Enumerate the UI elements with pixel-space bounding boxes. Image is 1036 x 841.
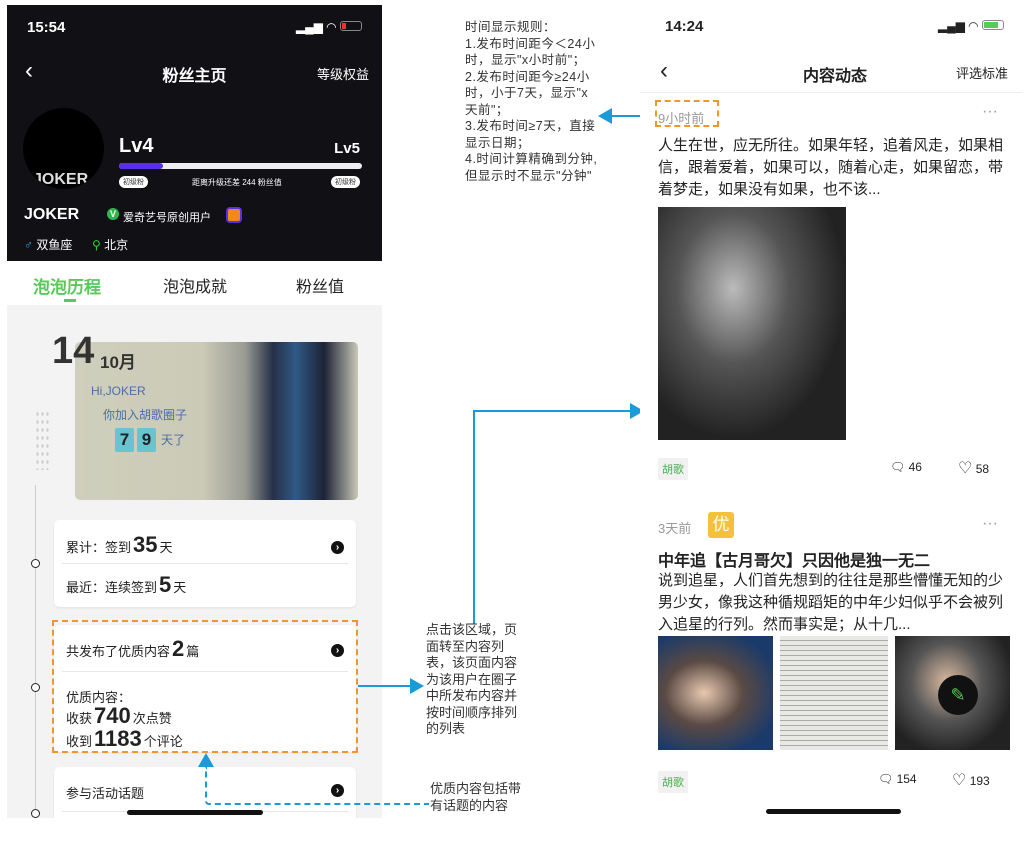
- page-title: 粉丝主页: [162, 68, 227, 85]
- arrow-right-icon: [410, 678, 424, 694]
- post-image[interactable]: [780, 636, 888, 750]
- avatar[interactable]: JOKER: [23, 108, 104, 189]
- annotation-time-rule: 时间显示规则： 1.发布时间距今＜24小时，显示"x小时前"； 2.发布时间距今…: [465, 20, 598, 183]
- days-digit: 9: [137, 428, 156, 452]
- comment-button[interactable]: 🗨︎ 46: [890, 460, 922, 474]
- status-time: 15:54: [27, 19, 66, 36]
- male-icon: ♂: [24, 238, 33, 252]
- topic-tag[interactable]: 胡歌: [658, 771, 688, 793]
- badge-left: 初级粉: [119, 176, 148, 188]
- timeline-node: [31, 683, 40, 692]
- days-digit: 7: [115, 428, 134, 452]
- heart-icon: ♡: [958, 460, 973, 477]
- chevron-right-icon[interactable]: ›: [331, 644, 344, 657]
- arrow-left-icon: [598, 108, 612, 124]
- verified-icon: V: [107, 208, 119, 220]
- highlight-box: [655, 100, 719, 127]
- edit-icon[interactable]: ✎: [938, 675, 978, 715]
- more-icon[interactable]: ···: [982, 103, 998, 120]
- welcome-line: 你加入胡歌圈子: [103, 408, 188, 422]
- status-icons: ▂▄▆ ◠: [938, 19, 1004, 33]
- post-image[interactable]: [658, 207, 846, 440]
- annotation-quality-def: 优质内容包括带有话题的内容: [430, 781, 522, 813]
- connector-line: [358, 685, 416, 687]
- date-month: 10月: [100, 353, 136, 372]
- badge-right: 初级粉: [331, 176, 360, 188]
- connector-dashed: [205, 767, 429, 805]
- post-image[interactable]: [658, 636, 773, 750]
- criteria-link[interactable]: 评选标准: [955, 66, 1008, 81]
- home-indicator: [127, 810, 263, 815]
- like-button[interactable]: ♡ 193: [952, 772, 990, 789]
- comment-icon: 🗨︎: [890, 460, 906, 474]
- timeline-node: [31, 559, 40, 568]
- timeline-line: [35, 485, 36, 818]
- next-level: Lv5: [334, 140, 360, 157]
- divider: [62, 563, 348, 564]
- post-text[interactable]: 说到追星，人们首先想到的往往是那些懵懂无知的少男少女，像我这种循规蹈矩的中年少妇…: [658, 572, 1004, 633]
- back-icon[interactable]: ‹: [660, 57, 668, 84]
- post-time: 3天前: [658, 521, 692, 536]
- arrow-up-icon: [198, 753, 214, 767]
- tab-history[interactable]: 泡泡历程: [33, 278, 101, 297]
- post-title[interactable]: 中年追【古月哥欠】只因他是独一无二: [658, 553, 931, 570]
- timeline-node: [31, 809, 40, 818]
- annotation-click-area: 点击该区域，页面转至内容列表，该页面内容为该用户在圈子中所发布内容并按时间顺序排…: [426, 622, 518, 736]
- connector-line: [473, 411, 475, 624]
- connector-line: [610, 115, 655, 117]
- current-level: Lv4: [119, 135, 154, 157]
- post-time: 9小时前: [658, 111, 705, 126]
- city: ⚲ 北京: [92, 238, 129, 252]
- post-text[interactable]: 人生在世，应无所往。如果年轻，追着风走，如果相信，跟着爱着，如果可以，随着心走，…: [658, 137, 1004, 198]
- more-icon[interactable]: ···: [982, 515, 998, 532]
- heart-icon: ♡: [952, 772, 967, 789]
- topics-label: 参与活动话题: [66, 786, 145, 801]
- topic-tag[interactable]: 胡歌: [658, 458, 688, 480]
- level-progress-bar: [119, 163, 362, 169]
- level-benefits-link[interactable]: 等级权益: [316, 67, 369, 82]
- welcome-hi: Hi,JOKER: [91, 384, 146, 398]
- user-name: JOKER: [24, 206, 80, 223]
- verified-label: 爱奇艺号原创用户: [123, 212, 211, 224]
- divider: [62, 671, 348, 672]
- date-day: 14: [52, 330, 95, 372]
- quality-label: 优质内容：: [66, 690, 132, 705]
- status-time: 14:24: [665, 18, 704, 35]
- dots-decoration: [35, 410, 49, 470]
- content-feed-screen: 14:24 ▂▄▆ ◠ ‹ 内容动态 评选标准 9小时前 ··· 人生在世，应无…: [640, 5, 1022, 818]
- tab-fan-value[interactable]: 粉丝值: [296, 279, 345, 296]
- profile-header: 15:54 ▂▄▆ ◠ ‹ 粉丝主页 等级权益 JOKER Lv4 Lv5 初级…: [7, 5, 382, 261]
- quality-badge: 优: [708, 512, 734, 538]
- home-indicator: [766, 809, 901, 814]
- divider: [640, 92, 1022, 93]
- tab-achievements[interactable]: 泡泡成就: [163, 279, 228, 296]
- page-title: 内容动态: [802, 68, 867, 85]
- chevron-right-icon[interactable]: ›: [331, 784, 344, 797]
- location-icon: ⚲: [92, 238, 101, 252]
- days-suffix: 天了: [161, 433, 186, 447]
- connector-line: [473, 410, 633, 412]
- fan-homepage-screen: 15:54 ▂▄▆ ◠ ‹ 粉丝主页 等级权益 JOKER Lv4 Lv5 初级…: [7, 5, 382, 818]
- like-button[interactable]: ♡ 58: [958, 460, 990, 477]
- comment-icon: 🗨︎: [878, 772, 894, 786]
- back-icon[interactable]: ‹: [25, 57, 33, 84]
- zodiac: ♂ 双鱼座: [24, 238, 73, 252]
- tab-bar: 泡泡历程 泡泡成就 粉丝值: [7, 261, 382, 305]
- status-icons: ▂▄▆ ◠: [296, 20, 362, 34]
- comment-button[interactable]: 🗨︎ 154: [878, 772, 917, 786]
- chevron-right-icon[interactable]: ›: [331, 541, 344, 554]
- progress-text: 距离升级还差 244 粉丝值: [192, 178, 282, 187]
- highlight-box: [52, 620, 358, 753]
- medal-icon: [226, 207, 242, 223]
- welcome-banner: Hi,JOKER 你加入胡歌圈子 7 9 天了: [75, 342, 358, 500]
- tab-indicator: [64, 299, 76, 302]
